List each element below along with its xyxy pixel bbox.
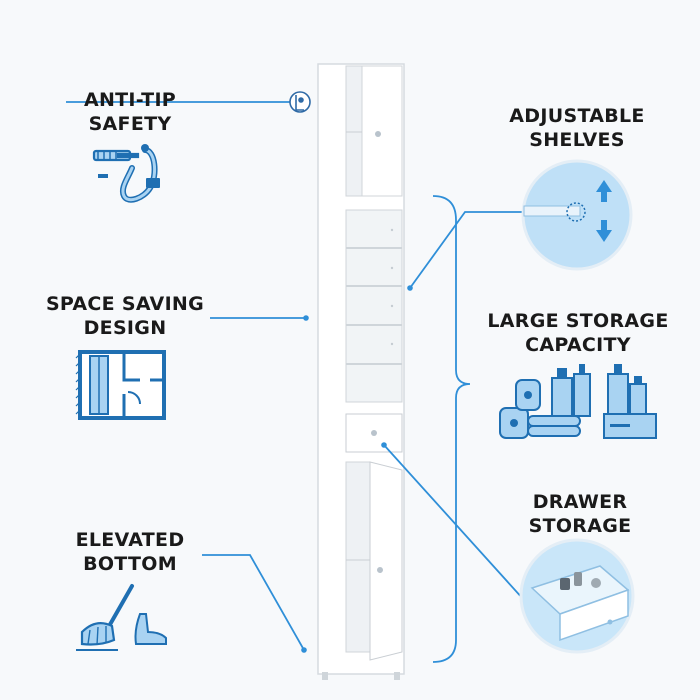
lower-door-knob [377, 567, 383, 573]
drawer-storage-image [519, 538, 635, 654]
space-saving-design-label: SPACE SAVING DESIGN [45, 293, 205, 339]
anti-tip-safety-label: ANTI-TIP SAFETY [83, 89, 177, 135]
tall-cabinet [317, 63, 405, 680]
toiletries-icon [499, 364, 657, 439]
floor-plan-icon [75, 350, 166, 420]
drawer-knob [371, 430, 377, 436]
top-door-knob [375, 131, 381, 137]
anchor-strap-icon [92, 144, 160, 203]
mop-icon [76, 584, 134, 651]
top-door [361, 65, 403, 197]
large-storage-capacity-label: LARGE STORAGE CAPACITY [487, 310, 669, 356]
adjustable-shelves-label: ADJUSTABLE SHELVES [509, 105, 645, 151]
elevated-bottom-label: ELEVATED BOTTOM [75, 529, 185, 575]
adjustable-shelves-image [521, 159, 633, 271]
drawer-storage-label: DRAWER STORAGE [528, 491, 632, 537]
foot-icon [134, 613, 167, 645]
lower-door-open [369, 461, 403, 661]
bracket-icon [289, 91, 311, 113]
connector-lines [66, 101, 525, 663]
open-shelves [345, 209, 403, 403]
